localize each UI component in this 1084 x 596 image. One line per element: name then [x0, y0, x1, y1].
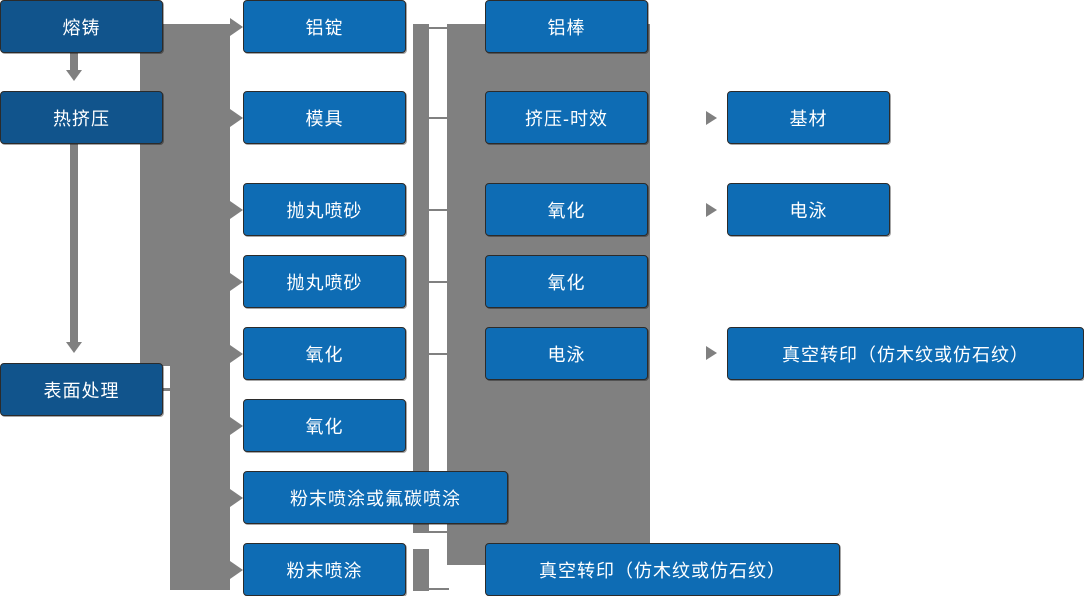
stem-smelt-to-extrude: [70, 53, 78, 71]
process-box-aluminum-bar[interactable]: 铝棒: [485, 0, 648, 53]
rail-tick-5: [428, 353, 449, 355]
link-surface-to-trunk: [163, 388, 185, 391]
output-box-vacuum-transfer[interactable]: 真空转印（仿木纹或仿石纹）: [727, 327, 1084, 380]
rail-bar-left-stub: [413, 549, 429, 591]
input-box-shot-blasting-2[interactable]: 抛丸喷砂: [243, 255, 406, 308]
rail-tick-3: [428, 209, 449, 211]
stem-extrude-to-surface: [70, 144, 78, 343]
down-arrow-smelt-to-extrude: [66, 70, 82, 81]
rail-tick-4: [428, 281, 449, 283]
input-box-aluminum-ingot[interactable]: 铝锭: [243, 0, 406, 53]
process-box-oxidation-2[interactable]: 氧化: [485, 255, 648, 308]
input-box-oxidation-2[interactable]: 氧化: [243, 399, 406, 452]
rail-tick-6: [428, 531, 449, 533]
trunk-arrow-5: [230, 345, 243, 363]
trunk-arrow-2: [230, 109, 243, 127]
output-box-electrophoresis[interactable]: 电泳: [727, 183, 890, 236]
trunk-arrow-7: [230, 489, 243, 507]
output-arrow-vacuum-transfer: [706, 346, 717, 360]
trunk-arrow-4: [230, 273, 243, 291]
trunk-arrow-8: [230, 561, 243, 579]
process-box-vacuum-transfer[interactable]: 真空转印（仿木纹或仿石纹）: [485, 543, 840, 596]
rail-bar-left: [413, 24, 429, 533]
input-box-powder-or-fluorocarbon-coating[interactable]: 粉末喷涂或氟碳喷涂: [243, 471, 508, 524]
input-box-oxidation-1[interactable]: 氧化: [243, 327, 406, 380]
input-box-powder-coating[interactable]: 粉末喷涂: [243, 543, 406, 596]
output-arrow-electrophoresis: [706, 203, 717, 217]
rail-tick-2: [428, 117, 449, 119]
trunk-arrow-3: [230, 201, 243, 219]
stage-box-hot-extrusion[interactable]: 热挤压: [0, 91, 163, 144]
process-box-extrusion-aging[interactable]: 挤压-时效: [485, 91, 648, 144]
output-box-substrate[interactable]: 基材: [727, 91, 890, 144]
input-box-mold[interactable]: 模具: [243, 91, 406, 144]
stage-box-smelting[interactable]: 熔铸: [0, 0, 163, 53]
down-arrow-extrude-to-surface: [66, 342, 82, 353]
trunk-arrow-1: [230, 18, 243, 36]
input-box-shot-blasting-1[interactable]: 抛丸喷砂: [243, 183, 406, 236]
trunk-arrow-6: [230, 417, 243, 435]
trunk-upper-wide: [140, 24, 230, 366]
trunk-lower-narrow: [170, 366, 230, 590]
stage-box-surface-treatment[interactable]: 表面处理: [0, 363, 163, 416]
process-box-oxidation-1[interactable]: 氧化: [485, 183, 648, 236]
process-box-electrophoresis[interactable]: 电泳: [485, 327, 648, 380]
output-arrow-substrate: [706, 111, 717, 125]
rail-tick-7: [428, 588, 449, 590]
rail-tick-1: [428, 27, 449, 29]
